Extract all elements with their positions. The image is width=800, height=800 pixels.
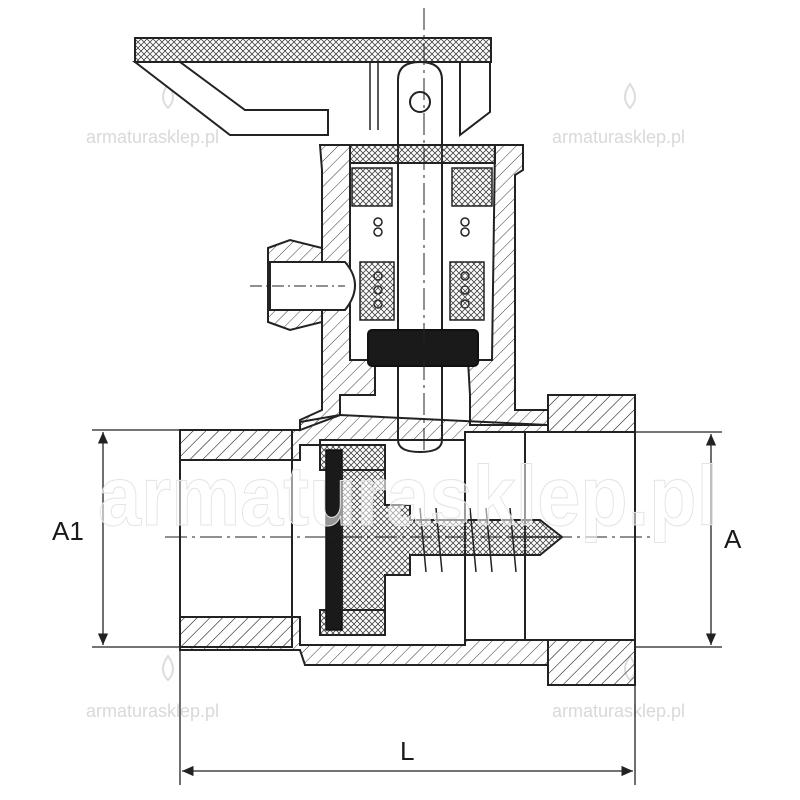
- center-lines: [165, 8, 650, 538]
- dimension-label-a1: A1: [52, 516, 84, 546]
- dimension-label-a: A: [724, 524, 742, 554]
- valve-body: [179, 394, 636, 686]
- lever-handle: [132, 37, 492, 138]
- check-valve-insert: [319, 444, 564, 636]
- watermark-text: armaturasklep.pl: [86, 127, 219, 147]
- dimension-label-l: L: [400, 736, 414, 766]
- valve-stem: [397, 60, 443, 454]
- side-drain-port: [250, 238, 356, 332]
- watermark-text: armaturasklep.pl: [552, 701, 685, 721]
- watermark-group: armaturasklep.pl armaturasklep.pl armatu…: [86, 82, 685, 721]
- dimension-lines: [92, 429, 722, 785]
- watermark-text: armaturasklep.pl: [86, 701, 219, 721]
- watermark-large: armaturasklep.pl: [98, 449, 718, 543]
- watermark-text: armaturasklep.pl: [552, 127, 685, 147]
